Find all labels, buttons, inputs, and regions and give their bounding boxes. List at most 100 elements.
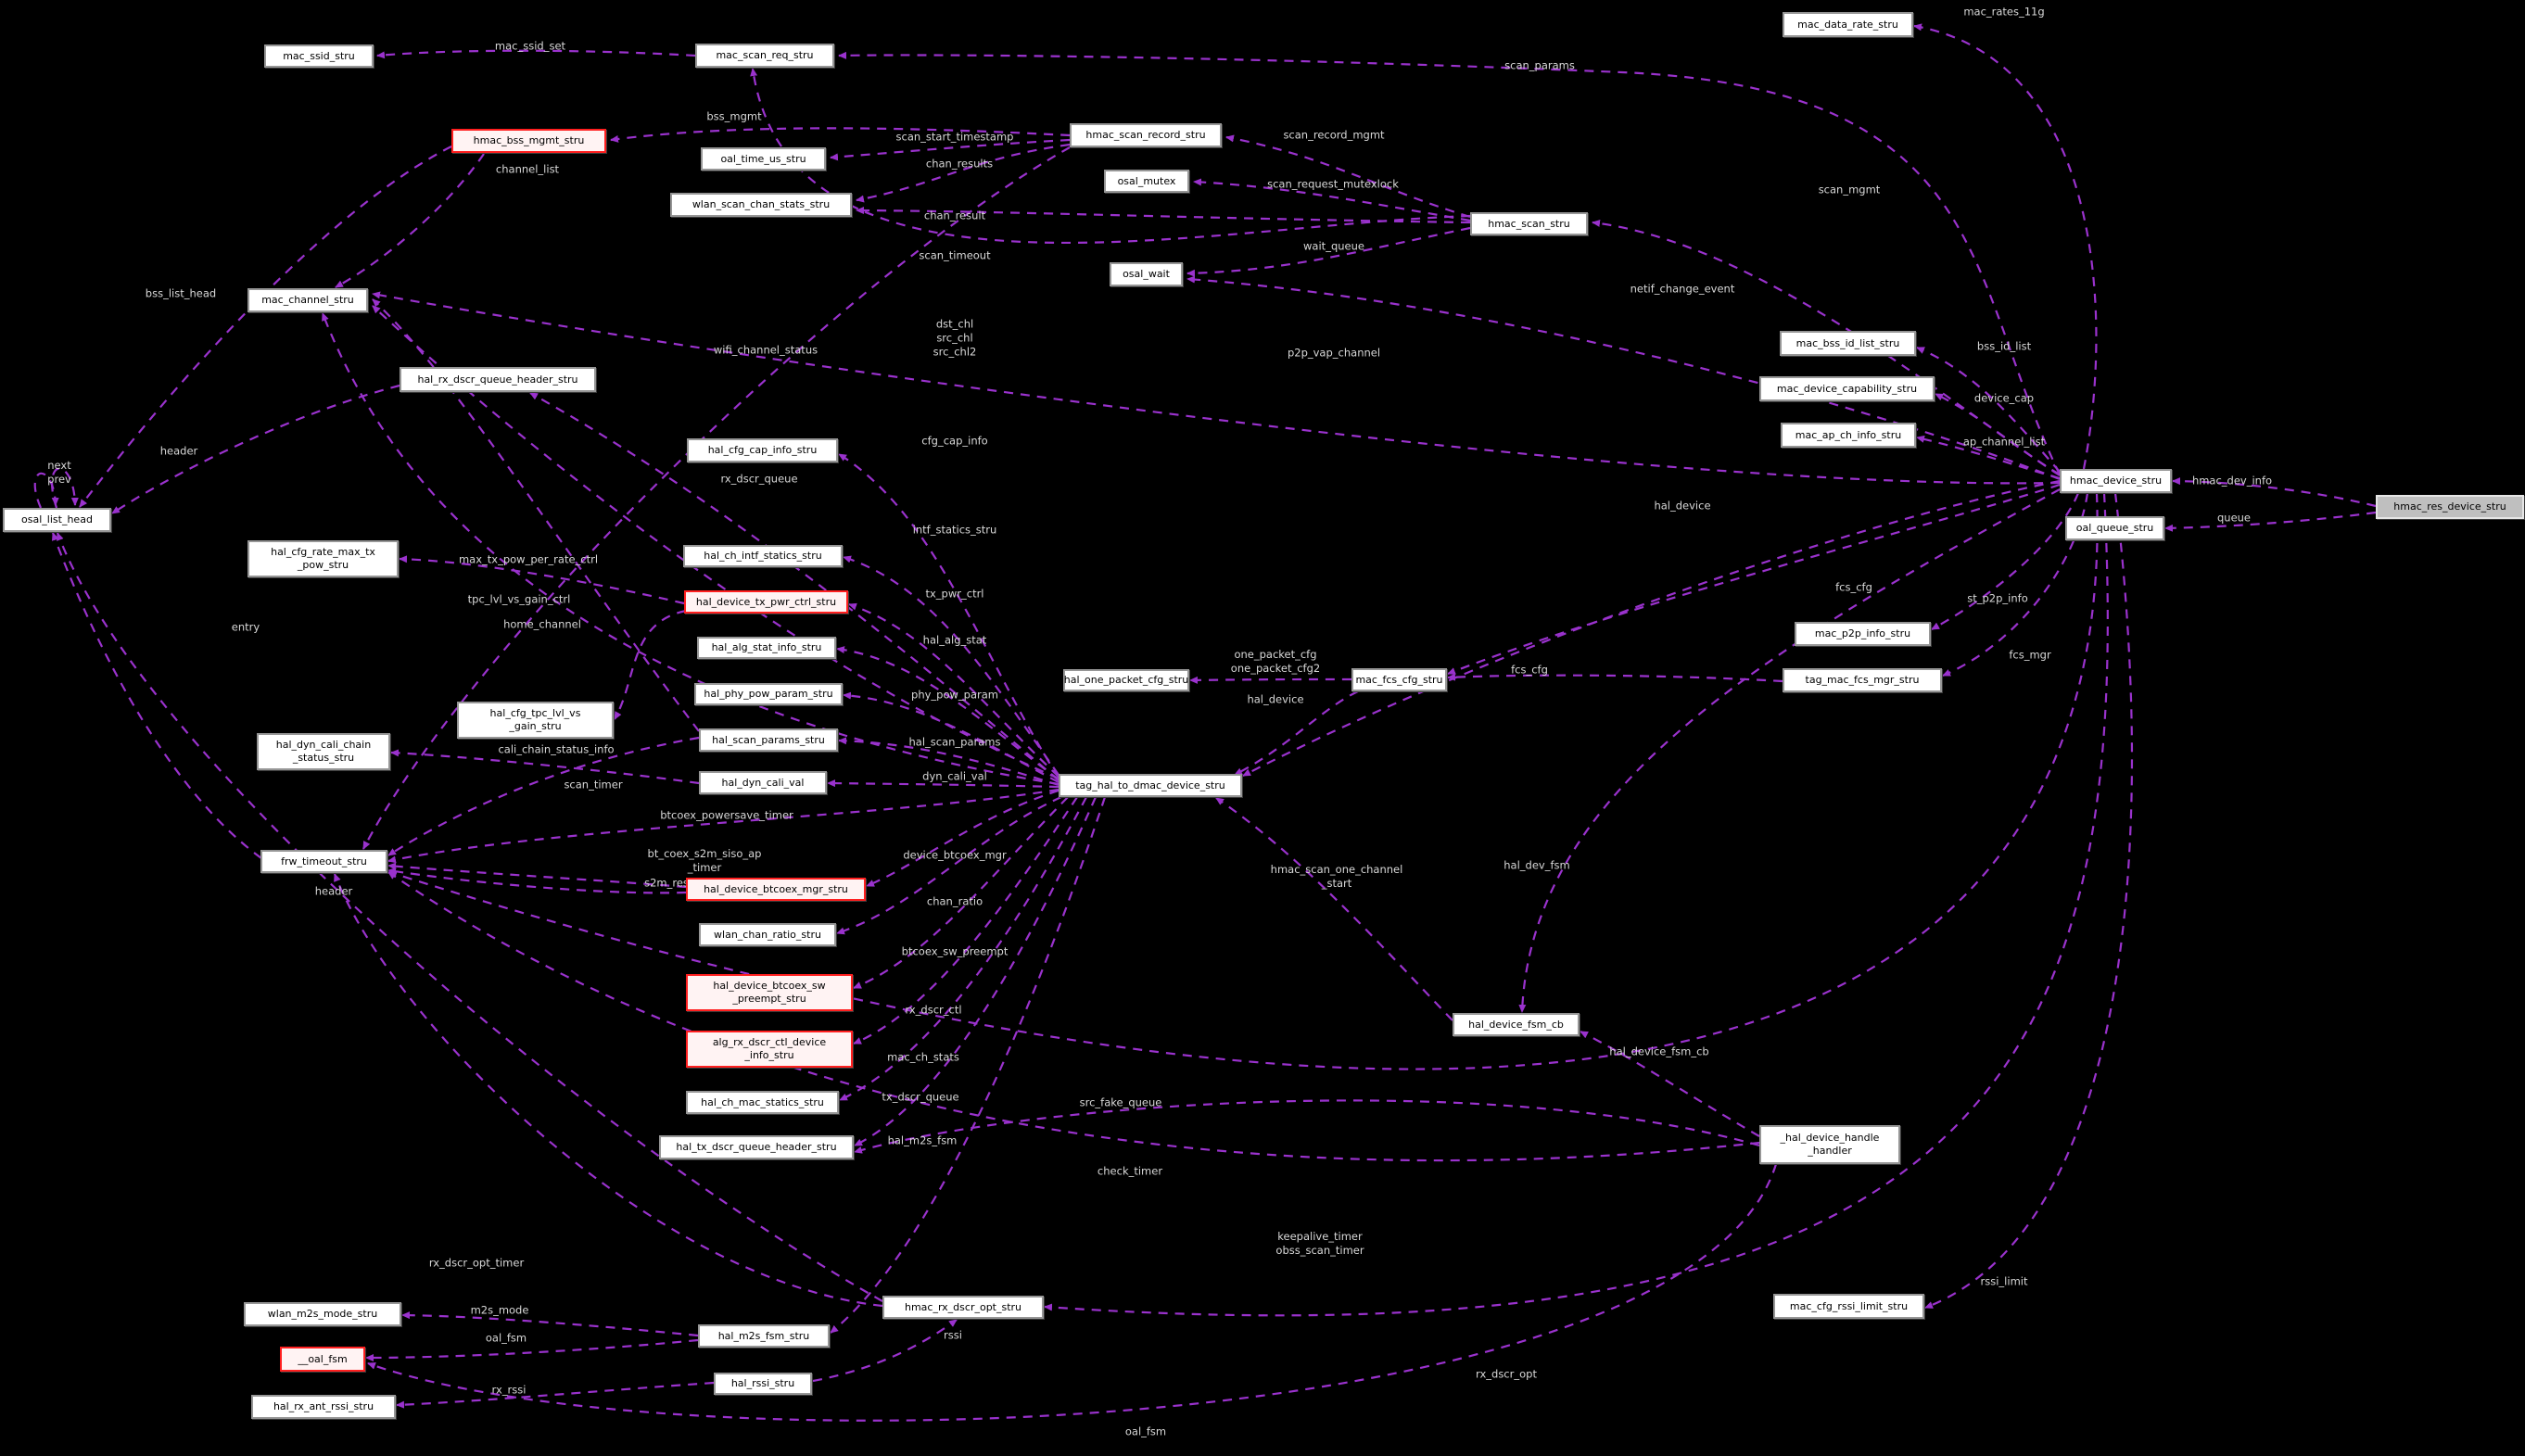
node-hal-device-tx-pwr-ctrl-stru[interactable]: hal_device_tx_pwr_ctrl_stru — [684, 590, 848, 614]
edge-29 — [843, 691, 1059, 783]
edge-20 — [33, 472, 59, 509]
edge-48 — [1916, 435, 2061, 480]
node-hmac-rx-dscr-opt-stru[interactable]: hmac_rx_dscr_opt_stru — [882, 1296, 1044, 1319]
node-tag-mac-fcs-mgr-stru[interactable]: tag_mac_fcs_mgr_stru — [1783, 668, 1942, 692]
edge-11 — [335, 153, 485, 288]
edge-34 — [387, 788, 1059, 864]
edge-66 — [396, 1381, 715, 1409]
edge-13 — [372, 298, 700, 732]
edge-2 — [610, 127, 1071, 143]
node-hal-ch-intf-statics-stru[interactable]: hal_ch_intf_statics_stru — [683, 545, 843, 567]
node-hal-one-packet-cfg-stru[interactable]: hal_one_packet_cfg_stru — [1063, 669, 1189, 691]
edge-10 — [1186, 275, 2061, 481]
node-tag-hal-to-dmac-device-stru[interactable]: tag_hal_to_dmac_device_stru — [1059, 774, 1242, 797]
edge-22 — [51, 532, 262, 859]
node-hmac-res-device-stru[interactable]: hmac_res_device_stru — [2376, 495, 2524, 519]
node-mac-channel-stru[interactable]: mac_channel_stru — [247, 288, 368, 312]
node-oal-fsm[interactable]: __oal_fsm — [280, 1347, 365, 1372]
node-mac-cfg-rssi-limit-stru[interactable]: mac_cfg_rssi_limit_stru — [1773, 1294, 1924, 1319]
edge-60 — [830, 796, 1107, 1334]
node-hal-ch-mac-statics-stru[interactable]: hal_ch_mac_statics_stru — [686, 1091, 839, 1114]
node-osal-wait[interactable]: osal_wait — [1110, 262, 1183, 286]
node-hmac-device-stru[interactable]: hmac_device_stru — [2060, 469, 2172, 493]
edge-49 — [1913, 23, 2098, 470]
node-hal-device-fsm-cb[interactable]: hal_device_fsm_cb — [1453, 1013, 1580, 1036]
edge-27 — [843, 555, 1059, 776]
edge-41 — [1234, 690, 1359, 776]
edge-28 — [836, 646, 1059, 780]
node-hal-cfg-cap-info-stru[interactable]: hal_cfg_cap_info_stru — [687, 438, 838, 462]
node-hal-rx-ant-rssi-stru[interactable]: hal_rx_ant_rssi_stru — [251, 1395, 396, 1419]
node-hal-m2s-fsm-stru[interactable]: hal_m2s_fsm_stru — [698, 1324, 830, 1348]
node-oal-queue-stru[interactable]: oal_queue_stru — [2065, 516, 2164, 540]
edge-54 — [836, 795, 1062, 935]
node-hmac-bss-mgmt-stru[interactable]: hmac_bss_mgmt_stru — [451, 129, 606, 153]
edge-72 — [750, 68, 1471, 245]
edge-52 — [1242, 479, 2061, 777]
node-osal-mutex[interactable]: osal_mutex — [1104, 170, 1189, 193]
edge-6 — [1193, 178, 1471, 222]
node-frw-timeout-stru[interactable]: frw_timeout_stru — [260, 850, 387, 873]
edge-group — [33, 23, 2377, 1422]
node-hal-phy-pow-param-stru[interactable]: hal_phy_pow_param_stru — [694, 683, 843, 705]
edge-12 — [372, 305, 1059, 780]
edge-16 — [529, 392, 1059, 781]
node-wlan-chan-ratio-stru[interactable]: wlan_chan_ratio_stru — [699, 923, 836, 946]
edge-53 — [866, 789, 1059, 888]
node-mac-ap-ch-info-stru[interactable]: mac_ap_ch_info_stru — [1781, 423, 1916, 448]
edge-65 — [367, 1163, 1778, 1422]
edge-43 — [1447, 483, 2061, 676]
edge-62 — [812, 1319, 958, 1383]
edge-61 — [1044, 492, 2109, 1317]
node-hmac-scan-record-stru[interactable]: hmac_scan_record_stru — [1070, 123, 1222, 147]
node-hal-rssi-stru[interactable]: hal_rssi_stru — [714, 1373, 812, 1395]
node-hal-dyn-cali-chain-status-stru[interactable]: hal_dyn_cali_chain _status_stru — [257, 733, 390, 770]
edge-47 — [1935, 393, 2061, 475]
node-hal-tx-dscr-queue-header-stru[interactable]: hal_tx_dscr_queue_header_stru — [659, 1135, 854, 1159]
edge-40 — [1189, 676, 1352, 684]
node-hal-dyn-cali-val[interactable]: hal_dyn_cali_val — [699, 771, 827, 794]
node-hal-device-btcoex-sw-preempt-stru[interactable]: hal_device_btcoex_sw _preempt_stru — [686, 974, 853, 1011]
edge-19 — [111, 384, 400, 514]
edge-71 — [362, 146, 1071, 850]
edge-39 — [388, 492, 2099, 1070]
edge-70 — [1215, 797, 1453, 1021]
edge-17 — [838, 453, 1059, 779]
node-oal-time-us-stru[interactable]: oal_time_us_stru — [701, 147, 826, 171]
node-mac-scan-req-stru[interactable]: mac_scan_req_stru — [695, 44, 834, 68]
node-wlan-scan-chan-stats-stru[interactable]: wlan_scan_chan_stats_stru — [670, 193, 852, 217]
node-wlan-m2s-mode-stru[interactable]: wlan_m2s_mode_stru — [244, 1302, 401, 1326]
node-mac-p2p-info-stru[interactable]: mac_p2p_info_stru — [1795, 622, 1931, 646]
edge-44 — [1931, 492, 2080, 630]
edge-67 — [1924, 492, 2134, 1310]
node-mac-device-capability-stru[interactable]: mac_device_capability_stru — [1759, 376, 1935, 401]
edge-4 — [856, 143, 1071, 203]
node-hal-rx-dscr-queue-header-stru[interactable]: hal_rx_dscr_queue_header_stru — [400, 367, 596, 392]
node-hal-alg-stat-info-stru[interactable]: hal_alg_stat_info_stru — [697, 637, 836, 659]
node-mac-bss-id-list-stru[interactable]: mac_bss_id_list_stru — [1780, 331, 1916, 356]
edge-5 — [856, 207, 1471, 224]
edge-21 — [51, 467, 79, 509]
node-hal-cfg-tpc-lvl-vs-gain-stru[interactable]: hal_cfg_tpc_lvl_vs _gain_stru — [457, 702, 614, 739]
edge-64 — [365, 1338, 699, 1361]
node-hmac-scan-stru[interactable]: hmac_scan_stru — [1470, 212, 1588, 235]
node-mac-data-rate-stru[interactable]: mac_data_rate_stru — [1783, 12, 1913, 37]
node-osal-list-head[interactable]: osal_list_head — [3, 508, 111, 532]
edge-46 — [1916, 346, 2061, 473]
node-mac-fcs-cfg-stru[interactable]: mac_fcs_cfg_stru — [1351, 668, 1447, 691]
node-hal-scan-params-stru[interactable]: hal_scan_params_stru — [699, 728, 838, 752]
node-mac-ssid-stru[interactable]: mac_ssid_stru — [264, 44, 374, 68]
edge-1 — [838, 51, 2061, 475]
edge-25 — [614, 609, 687, 720]
edge-57 — [839, 796, 1087, 1101]
edge-33 — [387, 736, 700, 856]
node-hal-cfg-rate-max-tx-pow-stru[interactable]: hal_cfg_rate_max_tx _pow_stru — [247, 540, 399, 577]
node-alg-rx-dscr-ctl-device-info-stru[interactable]: alg_rx_dscr_ctl_device _info_stru — [686, 1031, 853, 1068]
edge-56 — [853, 796, 1078, 1045]
edge-7 — [1225, 134, 1471, 219]
node-hal-device-handle-handler[interactable]: _hal_device_handle _handler — [1759, 1125, 1900, 1164]
node-hal-device-btcoex-mgr-stru[interactable]: hal_device_btcoex_mgr_stru — [686, 878, 866, 901]
edge-58 — [854, 796, 1098, 1146]
